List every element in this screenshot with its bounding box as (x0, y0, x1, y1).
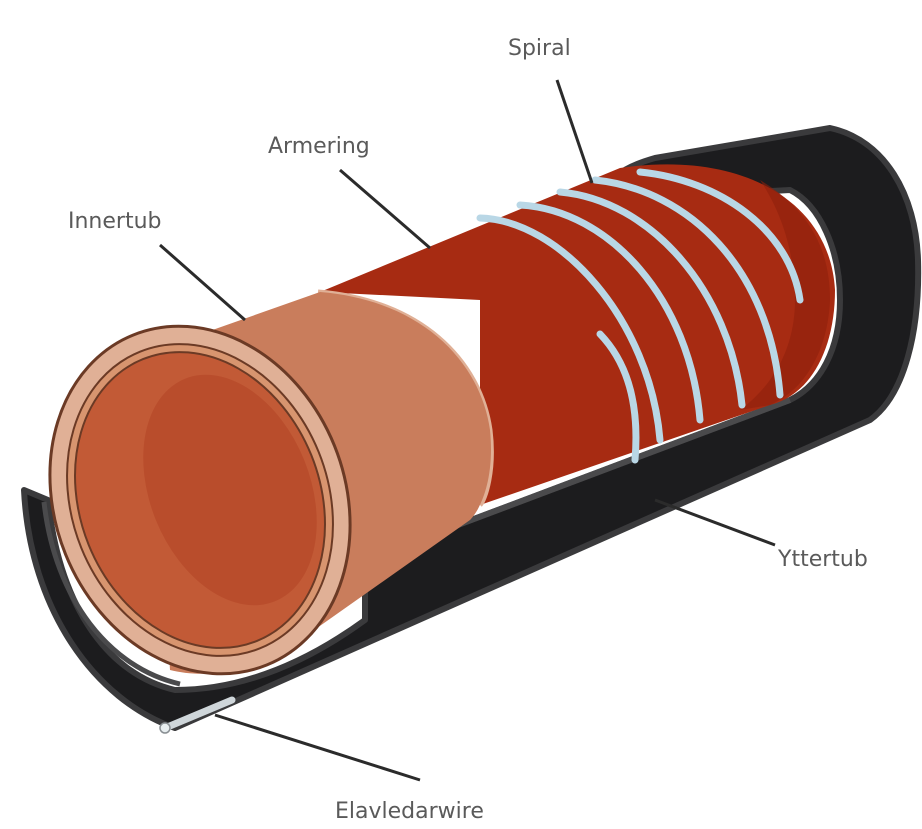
label-yttertub: Yttertub (777, 547, 868, 572)
inner-tube (0, 281, 491, 720)
label-spiral: Spiral (508, 36, 571, 61)
label-innertub: Innertub (68, 209, 162, 234)
leader-yttertub (655, 500, 775, 545)
leader-armering (340, 170, 430, 248)
label-elavledarwire: Elavledarwire (335, 799, 484, 824)
label-armering: Armering (268, 134, 370, 159)
leader-elavledarwire (215, 715, 420, 780)
ground-wire-end (160, 723, 170, 733)
leader-spiral (557, 80, 592, 183)
leader-innertub (160, 245, 245, 320)
